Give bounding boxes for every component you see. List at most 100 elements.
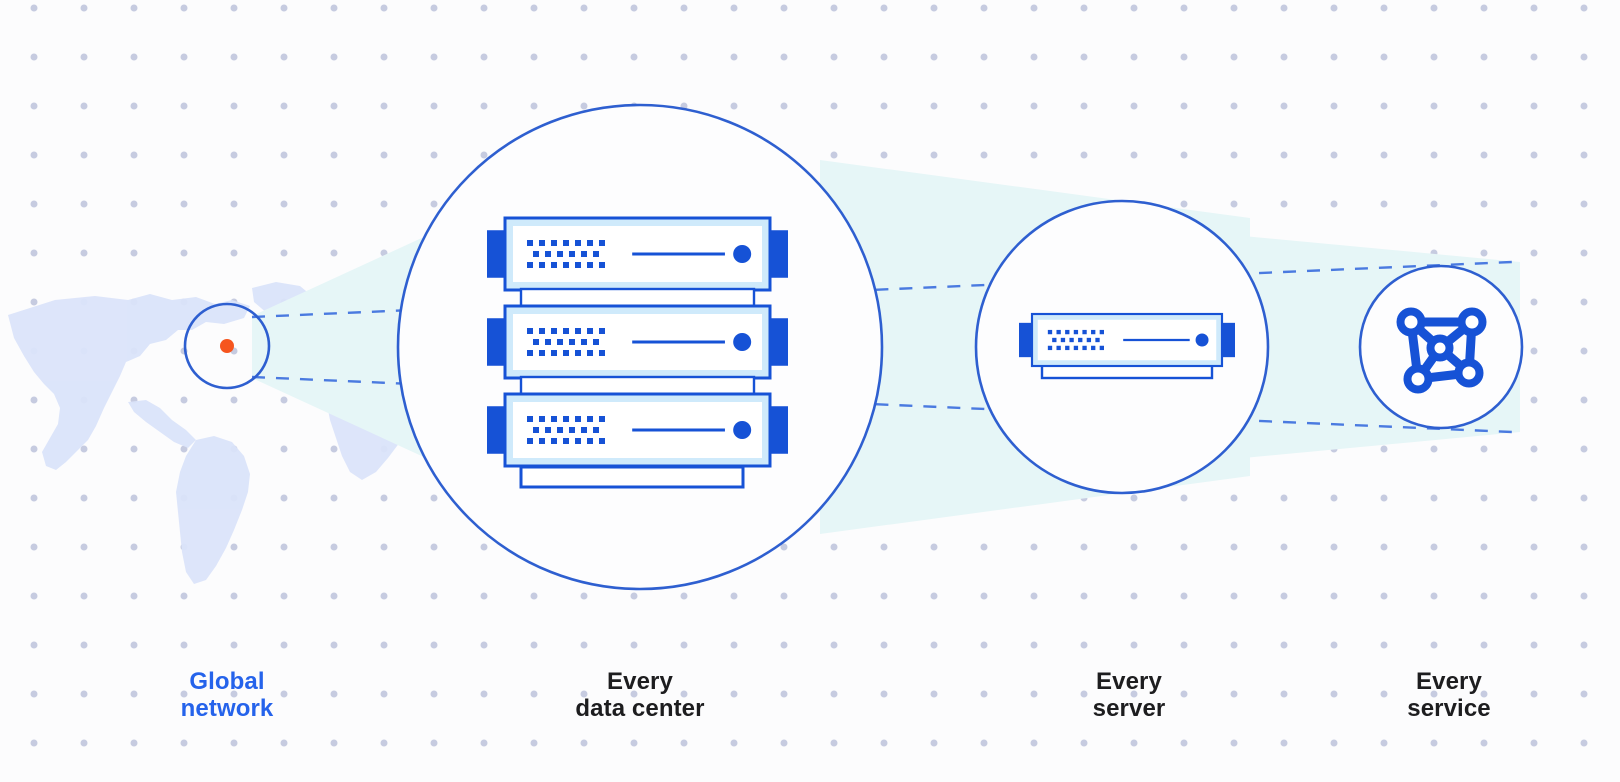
server-led-dot — [551, 416, 557, 422]
grid-dot — [80, 200, 88, 208]
server-led-dot — [527, 328, 533, 334]
grid-dot — [80, 445, 88, 453]
grid-dot — [1330, 543, 1338, 551]
server-led-dot — [545, 251, 551, 257]
grid-dot — [1180, 151, 1188, 159]
grid-dot — [930, 690, 938, 698]
server-led-dot — [587, 350, 593, 356]
grid-dot — [130, 690, 138, 698]
grid-dot — [1480, 739, 1488, 747]
grid-dot — [1580, 641, 1588, 649]
grid-dot — [780, 690, 788, 698]
grid-dot — [830, 151, 838, 159]
grid-dot — [30, 739, 38, 747]
server-side-tab-left — [1019, 322, 1032, 358]
grid-dot — [630, 690, 638, 698]
server-led-dot — [581, 427, 587, 433]
grid-dot — [1180, 102, 1188, 110]
grid-dot — [1180, 494, 1188, 502]
grid-dot — [80, 4, 88, 12]
grid-dot — [830, 641, 838, 649]
grid-dot — [280, 151, 288, 159]
grid-dot — [80, 739, 88, 747]
grid-dot — [830, 53, 838, 61]
server-led-dot — [1091, 329, 1096, 335]
server-led-dot — [599, 416, 605, 422]
graph-node-bottom-left — [1403, 364, 1433, 394]
grid-dot — [330, 690, 338, 698]
grid-dot — [530, 690, 538, 698]
server-led-dot — [533, 339, 539, 345]
server-led-dot — [575, 416, 581, 422]
grid-dot — [1330, 690, 1338, 698]
grid-dot — [280, 445, 288, 453]
grid-dot — [1230, 739, 1238, 747]
grid-dot — [430, 690, 438, 698]
server-side-tab-left — [487, 406, 505, 454]
grid-dot — [80, 494, 88, 502]
grid-dot — [1430, 592, 1438, 600]
grid-dot — [1580, 690, 1588, 698]
grid-dot — [1380, 641, 1388, 649]
grid-dot — [1430, 102, 1438, 110]
grid-dot — [80, 151, 88, 159]
grid-dot — [1430, 543, 1438, 551]
grid-dot — [1180, 200, 1188, 208]
server-led-dot — [569, 427, 575, 433]
grid-dot — [1180, 543, 1188, 551]
grid-dot — [830, 102, 838, 110]
server-led-dot — [527, 262, 533, 268]
grid-dot — [1180, 641, 1188, 649]
server-status-lamp — [733, 421, 752, 439]
grid-dot — [1380, 102, 1388, 110]
grid-dot — [680, 690, 688, 698]
grid-dot — [530, 53, 538, 61]
grid-dot — [230, 53, 238, 61]
grid-dot — [1230, 592, 1238, 600]
grid-dot — [1330, 102, 1338, 110]
grid-dot — [230, 200, 238, 208]
grid-dot — [130, 53, 138, 61]
grid-dot — [180, 739, 188, 747]
label-every-service: Every service — [1407, 668, 1491, 722]
grid-dot — [1430, 494, 1438, 502]
grid-dot — [1580, 53, 1588, 61]
grid-dot — [380, 641, 388, 649]
grid-dot — [1580, 102, 1588, 110]
grid-dot — [1280, 102, 1288, 110]
grid-dot — [1380, 200, 1388, 208]
grid-dot — [330, 151, 338, 159]
graph-node-center — [1426, 334, 1454, 362]
server-led-dot — [1073, 345, 1079, 351]
grid-dot — [580, 690, 588, 698]
server-led-dot — [1073, 329, 1079, 335]
grid-dot — [1030, 739, 1038, 747]
server-led-dot — [563, 416, 569, 422]
grid-dot — [130, 4, 138, 12]
grid-dot — [1530, 396, 1538, 404]
grid-dot — [1530, 494, 1538, 502]
server-led-dot — [599, 328, 605, 334]
grid-dot — [1180, 53, 1188, 61]
grid-dot — [80, 690, 88, 698]
grid-dot — [930, 739, 938, 747]
grid-dot — [1430, 200, 1438, 208]
grid-dot — [1330, 739, 1338, 747]
server-led-dot — [1099, 329, 1104, 335]
grid-dot — [580, 53, 588, 61]
grid-dot — [430, 102, 438, 110]
grid-dot — [1580, 445, 1588, 453]
grid-dot — [1530, 249, 1538, 257]
grid-dot — [1580, 494, 1588, 502]
grid-dot — [1530, 298, 1538, 306]
grid-dot — [730, 4, 738, 12]
dashed-line-top-1 — [251, 260, 1513, 319]
grid-dot — [480, 739, 488, 747]
grid-dot — [1480, 249, 1488, 257]
grid-dot — [1230, 102, 1238, 110]
grid-dot — [930, 641, 938, 649]
grid-dot — [1230, 53, 1238, 61]
grid-dot — [680, 53, 688, 61]
grid-dot — [830, 592, 838, 600]
grid-dot — [180, 102, 188, 110]
